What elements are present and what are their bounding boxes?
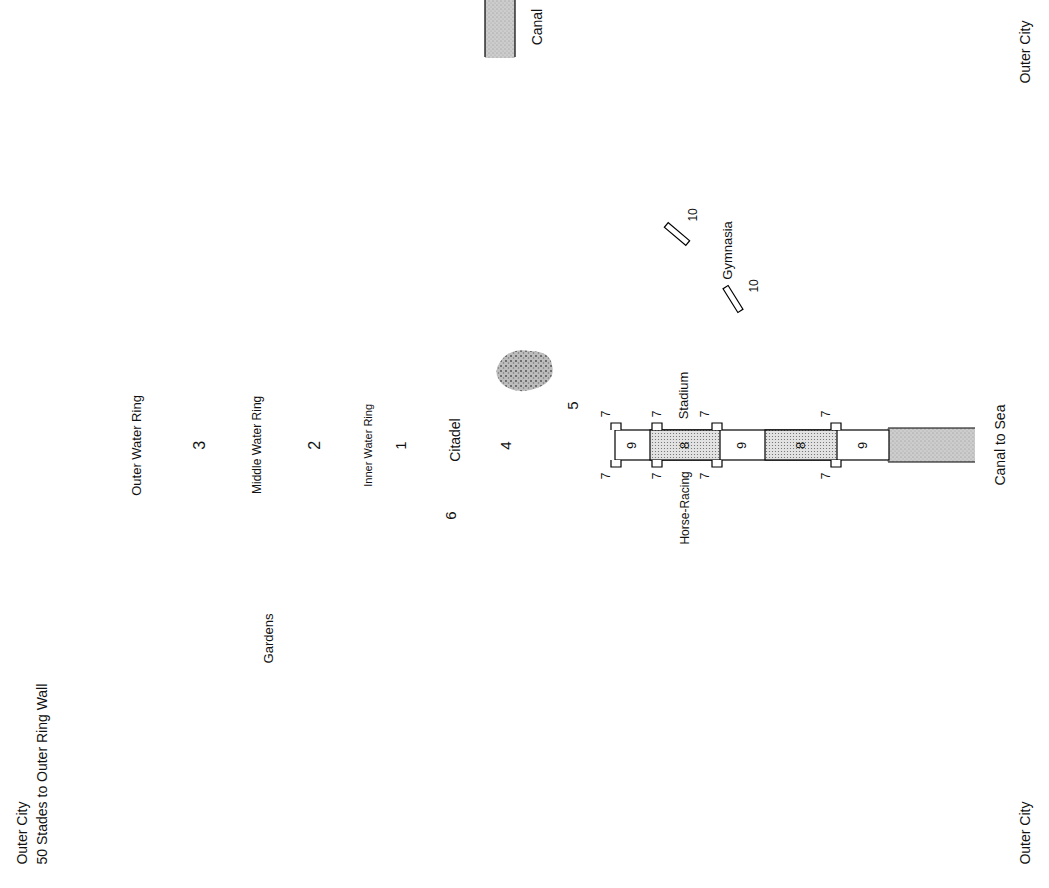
canal-to-sea xyxy=(887,428,975,462)
area-label: Gymnasia xyxy=(720,221,735,280)
land-ring: 2 Inner Water Ring Citadel 1 4 5 6 xyxy=(280,225,720,665)
ring-label: Outer Water Ring xyxy=(129,395,144,496)
callout-number: 5 xyxy=(564,401,581,409)
callout-number: 7 xyxy=(651,411,665,418)
callout-number: 9 xyxy=(625,441,640,448)
callout-number: 7 xyxy=(600,411,614,418)
area-label: Gardens xyxy=(262,613,277,663)
canal xyxy=(485,0,515,58)
area-label: Horse-Racing xyxy=(678,471,692,544)
area-label: Stadium xyxy=(677,371,692,419)
grove xyxy=(496,350,552,391)
citadel: Citadel 1 4 5 6 xyxy=(385,330,615,560)
water-ring: Outer Water Ring 3 Middle Water Ring 2 Inner… xyxy=(110,55,890,835)
ring-label: 2 xyxy=(306,441,324,450)
gymnasium xyxy=(664,223,689,246)
callout-number: 7 xyxy=(820,411,834,418)
region-label: Outer City xyxy=(14,801,30,864)
callout-number: 7 xyxy=(820,473,834,480)
callout-number: 9 xyxy=(735,441,750,448)
building-box: 6 xyxy=(436,501,464,529)
callout-number: 10 xyxy=(686,208,700,221)
region-label: Outer City xyxy=(1017,20,1033,83)
distance-note: 50 Stades to Outer Ring Wall xyxy=(34,683,50,864)
ring-label: 3 xyxy=(191,441,209,450)
callout-number: 8 xyxy=(678,441,693,448)
callout-number: 7 xyxy=(699,411,713,418)
ring-label: Inner Water Ring xyxy=(362,403,375,486)
callout-number: 7 xyxy=(600,473,614,480)
gymnasium xyxy=(723,286,743,313)
bridge xyxy=(615,430,889,460)
callout-number: 7 xyxy=(699,473,713,480)
callout-number: 9 xyxy=(856,441,871,448)
callout-number: 4 xyxy=(497,441,514,449)
region-label: Outer City xyxy=(1017,801,1033,864)
building-box: 5 xyxy=(559,392,585,418)
callout-number: 6 xyxy=(442,511,459,519)
callout-number: 8 xyxy=(794,441,809,448)
canal-label: Canal to Sea xyxy=(992,405,1008,486)
callout-number: 10 xyxy=(747,279,761,292)
building-box: 4 xyxy=(488,428,522,462)
water-ring: Inner Water Ring Citadel 1 4 5 6 xyxy=(350,295,650,595)
ring-label: Citadel xyxy=(447,418,463,462)
canal-label: Canal xyxy=(529,8,545,45)
callout-number: 1 xyxy=(392,441,409,449)
gate-marks xyxy=(611,423,841,467)
callout-number: 7 xyxy=(651,473,665,480)
ring-label: Middle Water Ring xyxy=(251,396,265,494)
